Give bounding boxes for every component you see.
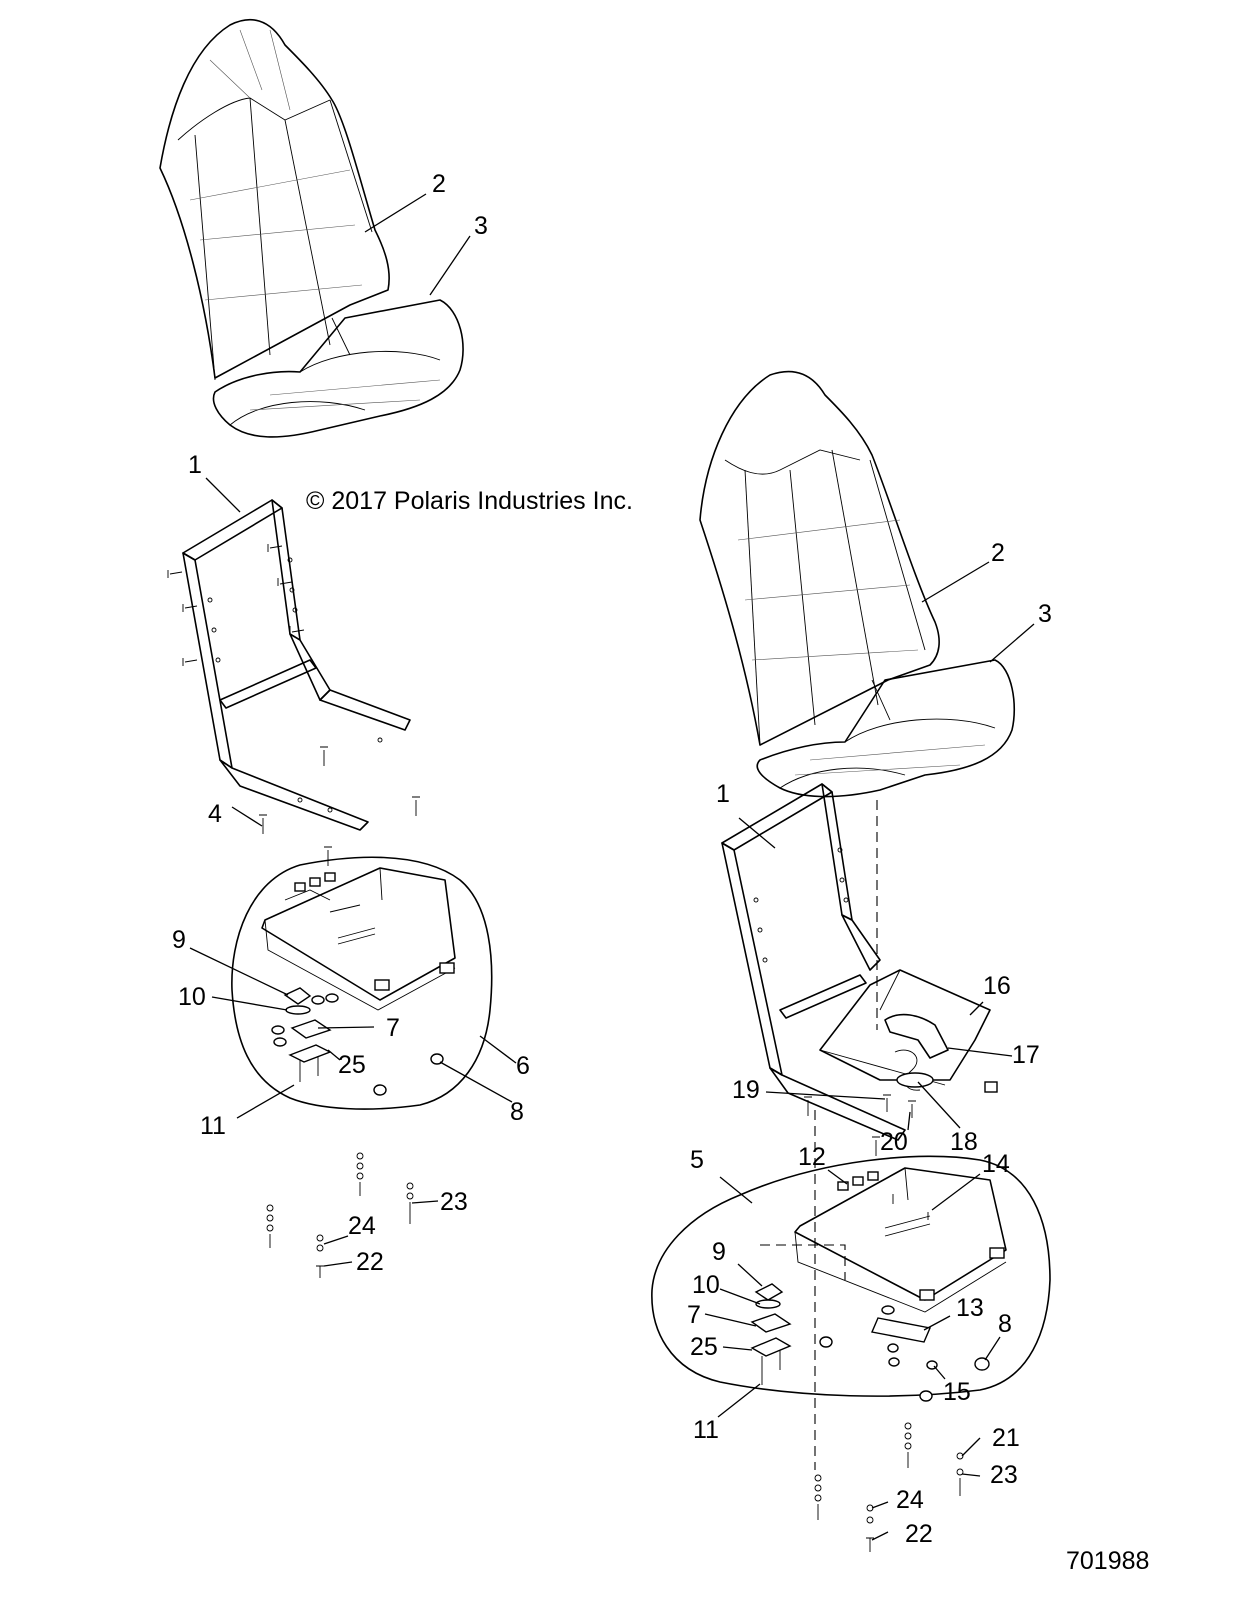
callout-left-22: 22 <box>356 1248 384 1276</box>
callout-left-8: 8 <box>510 1098 524 1126</box>
seat-bottom-right <box>756 659 1015 798</box>
callout-right-7: 7 <box>687 1301 701 1329</box>
seat-frame-right <box>721 783 998 1156</box>
seat-frame-left <box>167 499 420 866</box>
callout-right-5: 5 <box>690 1146 704 1174</box>
seat-back-left <box>159 18 390 381</box>
callout-right-19: 19 <box>732 1076 760 1104</box>
callout-right-16: 16 <box>983 972 1011 1000</box>
callout-left-4: 4 <box>208 800 222 828</box>
callout-left-24: 24 <box>348 1212 376 1240</box>
slider-kit-left <box>231 856 493 1110</box>
callout-right-8: 8 <box>998 1310 1012 1338</box>
seat-right <box>699 370 1015 798</box>
callout-right-13: 13 <box>956 1294 984 1322</box>
callout-right-22: 22 <box>905 1520 933 1548</box>
seat-back-right <box>699 370 940 746</box>
hardware-left <box>266 1152 414 1278</box>
callout-right-23: 23 <box>990 1461 1018 1489</box>
callout-right-25: 25 <box>690 1333 718 1361</box>
leader-lines-left <box>189 193 517 1267</box>
alignment-lines <box>760 800 878 1470</box>
callout-right-3: 3 <box>1038 600 1052 628</box>
callout-left-7: 7 <box>386 1014 400 1042</box>
seat-bottom-left <box>212 299 464 438</box>
callout-right-2: 2 <box>991 539 1005 567</box>
callout-left-11: 11 <box>200 1112 226 1140</box>
callout-right-12: 12 <box>798 1143 826 1171</box>
figure-id: 701988 <box>1066 1547 1150 1575</box>
callout-right-18: 18 <box>950 1128 978 1156</box>
hardware-right <box>814 1422 964 1552</box>
callout-right-24: 24 <box>896 1486 924 1514</box>
callout-left-10: 10 <box>178 983 206 1011</box>
callout-left-25: 25 <box>338 1051 366 1079</box>
callout-left-9: 9 <box>172 926 186 954</box>
slider-kit-right <box>651 1155 1051 1402</box>
seat-left <box>159 18 464 438</box>
leader-lines-right <box>704 561 1035 1541</box>
callout-left-6: 6 <box>516 1052 530 1080</box>
callout-right-1: 1 <box>716 780 730 808</box>
callout-right-11: 11 <box>693 1416 719 1444</box>
callout-right-21: 21 <box>992 1424 1020 1452</box>
callout-left-23: 23 <box>440 1188 468 1216</box>
callout-left-3: 3 <box>474 212 488 240</box>
callout-right-20: 20 <box>880 1128 908 1156</box>
callout-right-14: 14 <box>982 1150 1010 1178</box>
callout-right-15: 15 <box>943 1378 971 1406</box>
callout-right-17: 17 <box>1012 1041 1040 1069</box>
callout-left-1: 1 <box>188 451 202 479</box>
callout-right-10: 10 <box>692 1271 720 1299</box>
copyright-notice: © 2017 Polaris Industries Inc. <box>306 487 633 515</box>
callout-right-9: 9 <box>712 1238 726 1266</box>
callout-left-2: 2 <box>432 170 446 198</box>
